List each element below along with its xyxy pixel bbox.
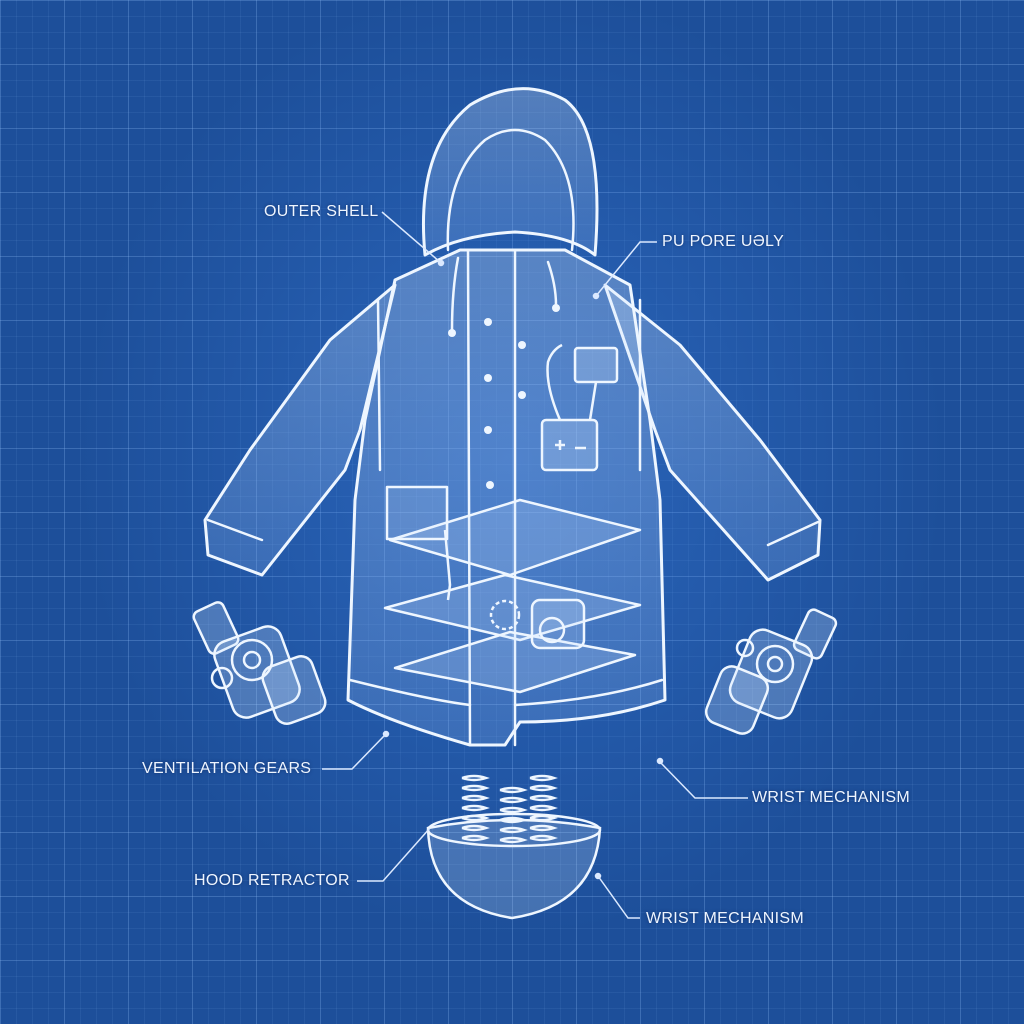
leader-lines — [322, 211, 748, 919]
label-pu-pore-layer: PU PORE UƏLY — [662, 233, 785, 250]
label-wrist-mechanism-bottom: WRIST MECHANISM — [646, 910, 804, 927]
raincoat-details — [206, 128, 820, 747]
right-gear-assembly — [704, 608, 838, 735]
battery-module — [540, 343, 619, 472]
hood-retractor-assembly — [426, 774, 602, 920]
internal-layers — [383, 485, 642, 694]
label-wrist-mechanism-right: WRIST MECHANISM — [752, 789, 910, 806]
label-outer-shell: OUTER SHELL — [264, 203, 379, 220]
label-hood-retractor: HOOD RETRACTOR — [194, 872, 350, 889]
label-ventilation-gears: VENTILATION GEARS — [142, 760, 312, 777]
left-gear-assembly — [192, 601, 327, 725]
coat-buttons — [448, 304, 560, 489]
